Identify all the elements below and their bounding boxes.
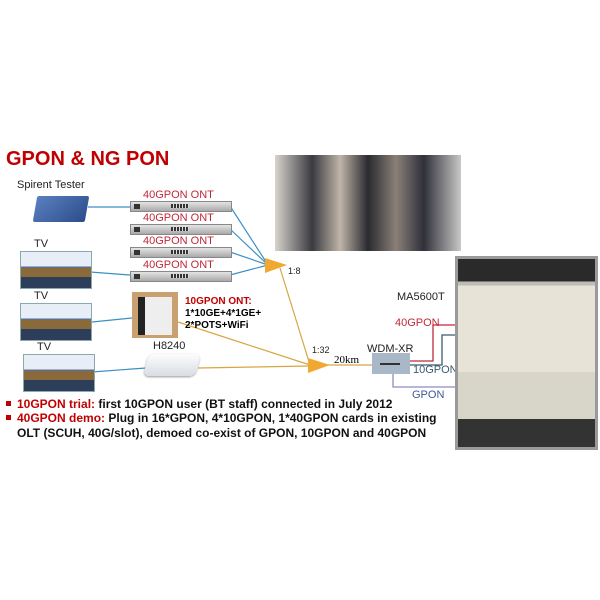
line-10gpon [410, 334, 455, 366]
ont-device-1 [130, 201, 232, 212]
tv-screen-1 [20, 251, 92, 289]
line-tv2-ont10g [91, 317, 133, 323]
ont-label-4: 40GPON ONT [143, 259, 214, 271]
line-ont1-splitter [229, 205, 269, 266]
olt-label: MA5600T [397, 291, 445, 303]
ont-device-2 [130, 224, 232, 235]
splitter-1-8-icon [265, 258, 287, 273]
ont-device-4 [130, 271, 232, 282]
ont10g-title: 10GPON ONT: [185, 296, 252, 307]
port-40gpon-label: 40GPON [395, 317, 440, 329]
ont-device-3 [130, 247, 232, 258]
bullet-1: 10GPON trial: first 10GPON user (BT staf… [6, 397, 392, 411]
bullet-1-text: first 10GPON user (BT staff) connected i… [95, 397, 393, 411]
spirent-tester-device [32, 196, 90, 222]
line-40gpon [408, 324, 455, 362]
line-ont2-splitter [229, 228, 269, 266]
splitter-1-32-icon [308, 358, 330, 373]
fiber-ont10g-splitter32 [177, 321, 311, 366]
bullet-2-key: 40GPON demo: [17, 411, 106, 425]
splitter-1-32-label: 1:32 [312, 345, 330, 355]
ont-label-3: 40GPON ONT [143, 235, 214, 247]
line-gpon [392, 374, 455, 388]
ont10g-description: 10GPON ONT: 1*10GE+4*1GE+ 2*POTS+WiFi [185, 296, 261, 332]
tv-label-1: TV [34, 238, 49, 250]
line-ont4-splitter [229, 264, 269, 276]
h8240-label: H8240 [153, 340, 186, 352]
tv-label-2: TV [34, 290, 49, 302]
fiber-h8240-splitter32 [197, 365, 311, 369]
ont-label-1: 40GPON ONT [143, 189, 214, 201]
bullet-2: 40GPON demo: Plug in 16*GPON, 4*10GPON, … [6, 411, 436, 441]
h8240-device [143, 354, 201, 376]
slide-title: GPON & NG PON [6, 148, 170, 170]
tv-screen-3 [23, 354, 95, 392]
splitter-1-8-label: 1:8 [288, 266, 301, 276]
ont10g-line-1: 1*10GE+4*1GE+ [185, 308, 262, 319]
port-10gpon-label: 10GPON [413, 364, 458, 376]
ont10g-line-2: 2*POTS+WiFi [185, 320, 249, 331]
bullet-2-text: Plug in 16*GPON, 4*10GPON, 1*40GPON card… [105, 411, 437, 425]
olt-rack-photo [455, 256, 598, 450]
line-tv1-ont [89, 271, 131, 276]
tv-label-3: TV [37, 341, 52, 353]
spirent-label: Spirent Tester [17, 179, 85, 191]
bullet-1-key: 10GPON trial: [17, 397, 96, 411]
ont10g-photo [132, 292, 178, 338]
port-gpon-label: GPON [412, 389, 445, 401]
line-ont3-splitter [229, 251, 269, 266]
wdm-xr-device [372, 353, 410, 374]
line-tv3-h8240 [91, 367, 147, 373]
tv-screen-2 [20, 303, 92, 341]
wdm-label: WDM-XR [367, 343, 414, 355]
fiber-splitter8-splitter32 [279, 267, 311, 366]
ont-label-2: 40GPON ONT [143, 212, 214, 224]
bullet-2-text-line2: OLT (SCUH, 40G/slot), demoed co-exist of… [17, 426, 427, 440]
demo-photo [275, 155, 461, 251]
distance-label: 20km [334, 354, 360, 366]
